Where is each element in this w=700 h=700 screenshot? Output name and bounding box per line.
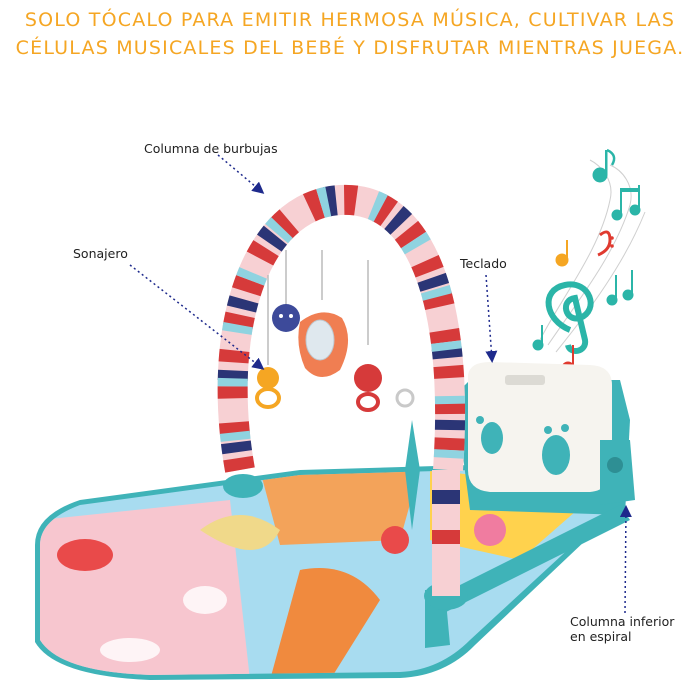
striped-arch	[217, 184, 468, 610]
callout-bubble-column: Columna de burbujas	[144, 141, 278, 156]
callout-spiral-column-line-1: Columna inferior	[570, 614, 675, 629]
callout-arrows	[129, 154, 632, 614]
headline-line-2: CÉLULAS MUSICALES DEL BEBÉ Y DISFRUTAR M…	[15, 37, 685, 59]
bubble-column-arrow	[217, 154, 265, 194]
headline: SOLO TÓCALO PARA EMITIR HERMOSA MÚSICA, …	[0, 6, 700, 62]
spiral-column-arrow	[619, 505, 632, 614]
music-notes-icon	[532, 148, 646, 375]
callout-keyboard: Teclado	[460, 256, 507, 271]
hanging-toys	[255, 250, 420, 530]
headline-line-1: SOLO TÓCALO PARA EMITIR HERMOSA MÚSICA, …	[24, 9, 676, 31]
callout-spiral-column: Columna inferior en espiral	[570, 614, 674, 644]
callout-spiral-column-line-2: en espiral	[570, 629, 632, 644]
keyboard-arrow	[485, 274, 498, 363]
keyboard-unit	[425, 362, 635, 648]
callout-rattle: Sonajero	[73, 246, 128, 261]
